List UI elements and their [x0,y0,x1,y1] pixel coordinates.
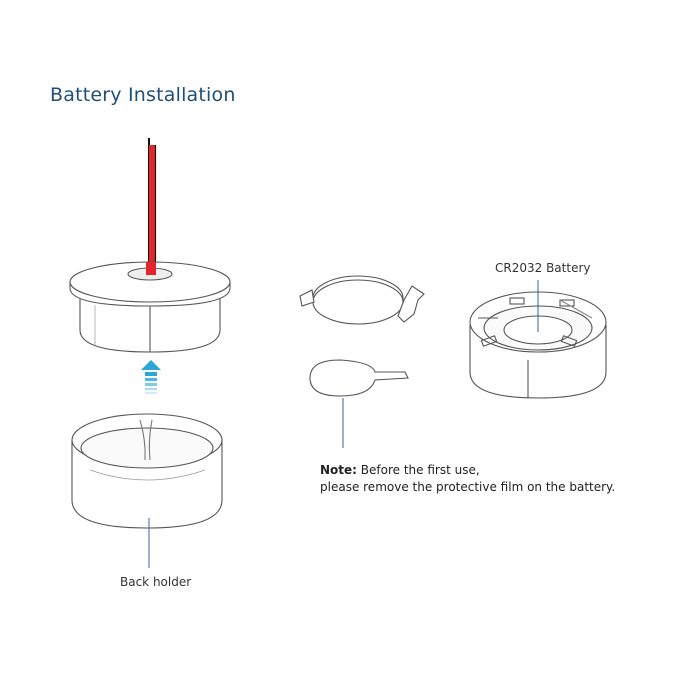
battery-label: CR2032 Battery [495,261,591,275]
back-holder-ring [71,413,223,529]
note-text: Note: Before the first use, please remov… [320,462,615,496]
back-holder-label: Back holder [120,575,192,589]
page-title: Battery Installation [50,84,236,106]
sensor-unit [69,138,231,353]
battery-holder [469,291,607,399]
protective-film [309,359,409,397]
note-line-1: Note: Before the first use, [320,462,615,479]
battery-clip [299,275,425,325]
note-line1-text: Before the first use, [360,463,480,477]
note-prefix: Note: [320,463,357,477]
note-line-2: please remove the protective film on the… [320,480,616,494]
arrow-up-icon [141,360,161,394]
